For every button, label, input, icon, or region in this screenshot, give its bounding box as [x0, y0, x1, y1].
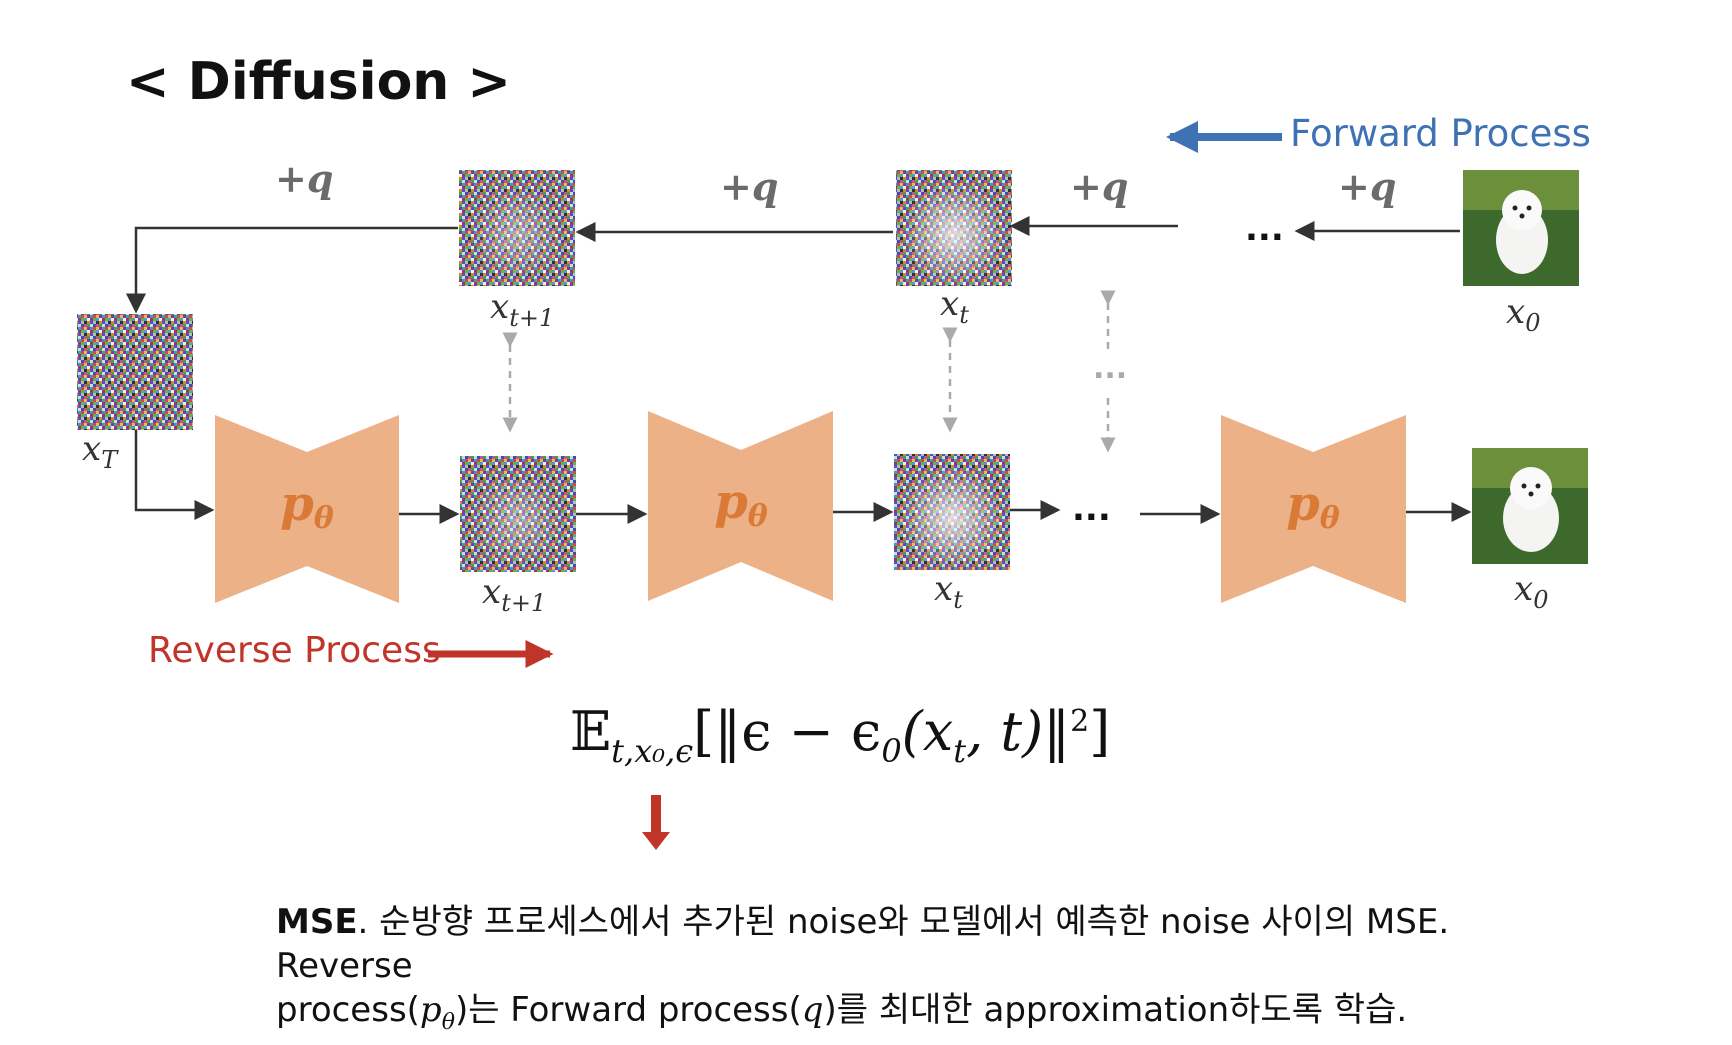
model-block-3: pθ: [1221, 415, 1406, 603]
plus-q-label: +q: [720, 164, 778, 209]
expectation-subscript: t,x₀,ϵ: [611, 732, 693, 770]
caption-q: q: [802, 990, 824, 1030]
down-arrow: [642, 795, 670, 850]
caption-line2-b: )는 Forward process(: [455, 990, 802, 1030]
image-x-t-reverse: [894, 454, 1010, 570]
image-x-T: [77, 314, 193, 430]
reverse-process-label: Reverse Process: [148, 630, 441, 671]
plus-q-label: +q: [1338, 164, 1396, 209]
label-x-t-reverse: xt: [934, 569, 963, 614]
plus-q-label: +q: [1070, 164, 1128, 209]
caption-mse: MSE: [276, 902, 358, 942]
label-x-0-reverse: x0: [1514, 569, 1548, 614]
model-subscript: θ: [748, 499, 768, 534]
loss-equation: 𝔼t,x₀,ϵ[‖ϵ − ϵ0(xt, t)‖2]: [570, 700, 1110, 770]
expectation-symbol: 𝔼: [570, 700, 611, 763]
label-x-T: xT: [82, 429, 119, 474]
label-x-0-forward: x0: [1506, 292, 1540, 337]
equation-args-open: (x: [902, 700, 954, 763]
equation-power: 2: [1070, 704, 1089, 739]
model-subscript: θ: [1320, 501, 1340, 536]
image-x-0-forward: [1463, 170, 1579, 286]
model-block-1: pθ: [215, 415, 399, 603]
args-subscript: t: [953, 732, 966, 770]
caption-line2-c: )를 최대한 approximation하도록 학습.: [824, 990, 1408, 1030]
image-x-t-plus-1-reverse: [460, 456, 576, 572]
model-label: p: [714, 474, 748, 530]
image-x-t-forward: [896, 170, 1012, 286]
caption: MSE. 순방향 프로세스에서 추가된 noise와 모델에서 예측한 nois…: [276, 900, 1576, 1045]
caption-line1: . 순방향 프로세스에서 추가된 noise와 모델에서 예측한 noise 사…: [276, 902, 1449, 986]
model-block-2: pθ: [648, 411, 833, 601]
plus-q-label: +q: [275, 156, 333, 201]
caption-p: p: [420, 990, 442, 1030]
model-label: p: [1286, 476, 1320, 532]
caption-theta: θ: [442, 1010, 455, 1035]
model-label: p: [280, 476, 314, 532]
equation-end: ]: [1089, 700, 1110, 763]
caption-line2-a: process(: [276, 990, 420, 1030]
page-title: < Diffusion >: [126, 52, 511, 112]
ellipsis-dashed: ...: [1093, 351, 1127, 386]
image-x-t-plus-1-forward: [459, 170, 575, 286]
forward-process-label: Forward Process: [1290, 112, 1591, 155]
ellipsis-reverse: ...: [1072, 489, 1111, 529]
image-x-0-reverse: [1472, 448, 1588, 564]
label-x-t-plus-1-reverse: xt+1: [482, 572, 546, 617]
model-subscript: θ: [314, 501, 334, 536]
equation-body: [‖ϵ − ϵ: [693, 700, 881, 763]
label-x-t-forward: xt: [940, 284, 969, 329]
epsilon-subscript: 0: [881, 732, 901, 770]
ellipsis-forward: ...: [1245, 209, 1284, 249]
label-x-t-plus-1-forward: xt+1: [490, 287, 554, 332]
equation-args-close: , t)‖: [966, 700, 1070, 763]
